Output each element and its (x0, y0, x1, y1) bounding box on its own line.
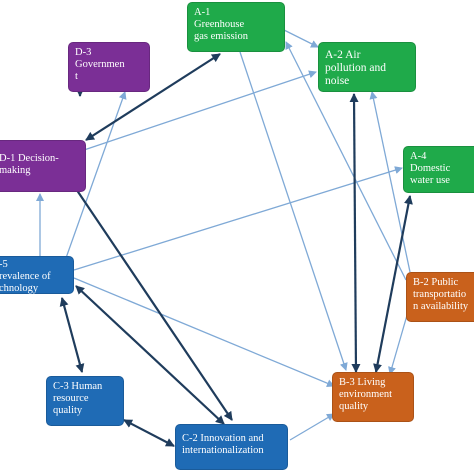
edge-c3-c2 (123, 419, 175, 447)
edge-a2-b3 (349, 93, 361, 373)
node-d3-government: D-3 Governmen t (68, 42, 150, 92)
edge-c2-b3 (289, 413, 335, 441)
edge-a1-a2 (279, 27, 319, 48)
edge-d1-a1 (85, 53, 221, 141)
node-b3-living-environment-quality: B-3 Living environment quality (332, 372, 414, 422)
node-c5-prevalence-of-technology: -5 revalence of chnology (0, 256, 74, 294)
node-b2-public-transportation-availability: B-2 Public transportatio n availability (406, 272, 474, 322)
node-a4-domestic-water-use: A-4 Domestic water use (403, 146, 474, 193)
node-a2-air-pollution-and-noise: A-2 Air pollution and noise (318, 42, 416, 92)
node-c3-human-resource-quality: C-3 Human resource quality (46, 376, 124, 426)
edge-a4-b3 (373, 195, 413, 373)
edge-a1-b3 (239, 51, 348, 371)
edge-c5-b3 (73, 277, 335, 388)
node-a1-greenhouse-gas-emission: A-1 Greenhouse gas emission (187, 2, 285, 52)
node-d1-decision-making: D-1 Decision- making (0, 140, 86, 192)
edge-c5-c2 (75, 285, 225, 425)
node-c2-innovation-and-internationalization: C-2 Innovation and internationalization (175, 424, 288, 470)
edge-c5-c3 (59, 297, 85, 373)
edge-c5-a4 (73, 166, 403, 271)
